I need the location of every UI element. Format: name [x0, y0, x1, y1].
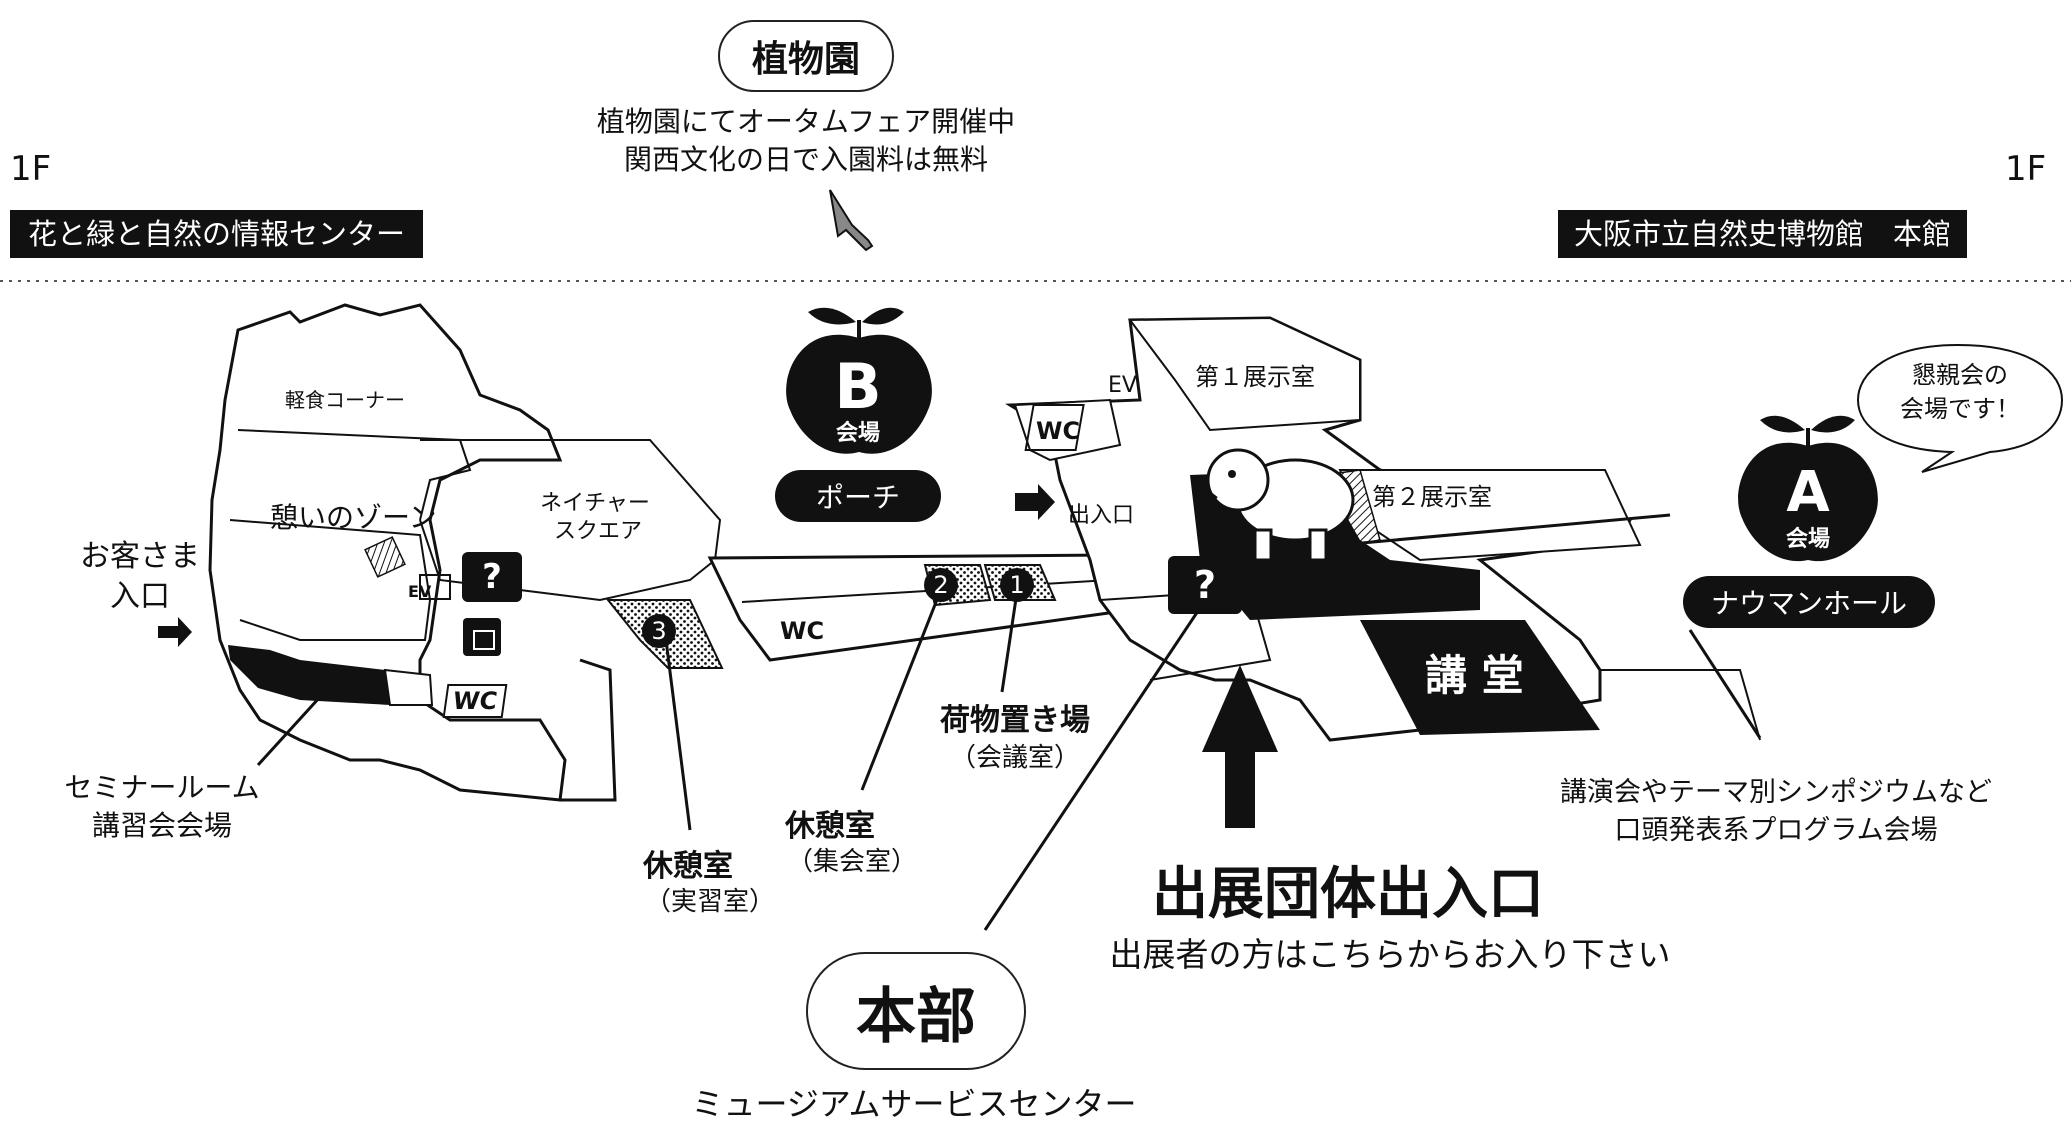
lecture-hall-line [1600, 669, 1761, 741]
leader-baggage [1000, 591, 1019, 693]
seminar-line1: セミナールーム [64, 771, 260, 804]
wc-sign-right: WC [1036, 417, 1081, 445]
info-icon-right: ? [1168, 556, 1242, 614]
rest2-title: 休憩室 [785, 809, 875, 844]
elephant-icon [1199, 448, 1355, 562]
seminar-room-area [228, 645, 390, 705]
venue-b-icon [786, 307, 932, 454]
ev-box-left [419, 574, 451, 600]
exhibitor-entrance-arrow-icon [1202, 665, 1278, 828]
left-building-title: 花と緑と自然の情報センター [10, 210, 424, 259]
lecture-line1: 講演会やテーマ別シンポジウムなど [1560, 777, 1992, 808]
lecture-hall-area [1360, 620, 1600, 735]
hq-sub: ミュージアムサービスセンター [691, 1085, 1137, 1123]
ev-right-label: EV [1108, 373, 1137, 398]
entrance-arrow-icon [1015, 484, 1055, 520]
marker-1: 1 [1000, 568, 1034, 602]
speech-line2: 会場です！ [1900, 395, 2020, 423]
exhibitor-entrance-sub: 出展者の方はこちらからお入り下さい [1109, 935, 1671, 974]
exhibit1-area [1128, 316, 1361, 432]
venue-a-sub: 会場 [1785, 527, 1831, 552]
exhibit1-label: 第１展示室 [1195, 363, 1315, 391]
marker-3: 3 [642, 614, 676, 648]
gift-icon [463, 618, 501, 656]
nature-square-line2: スクエア [553, 519, 643, 544]
venue-b-name: ポーチ [775, 470, 941, 522]
guest-entrance-arrow-icon [158, 617, 192, 647]
leader-rest3 [663, 631, 692, 831]
exhibit2-label: 第２展示室 [1372, 483, 1492, 511]
a-venue-line [1339, 513, 1671, 547]
baggage-title: 荷物置き場 [940, 703, 1090, 738]
rest2-sub: （集会室） [786, 847, 918, 877]
marker-2: 2 [924, 568, 958, 602]
ev-left-label: EV [408, 582, 432, 601]
leader-lecture [1688, 629, 1762, 739]
right-building-title: 大阪市立自然史博物館 本館 [1558, 210, 1968, 259]
left-building-foot [560, 658, 617, 802]
venue-a-name: ナウマンホール [1683, 576, 1935, 628]
info-icon-left: ? [462, 552, 522, 602]
venue-a-icon [1738, 415, 1878, 562]
baggage-sub: （会議室） [949, 743, 1081, 773]
venue-b-sub: 会場 [835, 421, 881, 446]
nature-square-line1: ネイチャー [540, 491, 650, 516]
seminar-room-edge [383, 668, 434, 706]
ev-box-right [1024, 404, 1085, 451]
stairs-icon [364, 536, 406, 578]
rest3-sub: （実習室） [644, 887, 776, 917]
lecture-hall-label: 講 堂 [1425, 651, 1524, 700]
hq-title: 本部 [806, 952, 1026, 1070]
garden-title: 植物園 [718, 20, 894, 92]
floor-label-right: 1F [2005, 149, 2047, 189]
leader-rest2 [860, 591, 942, 791]
rest-zone-label: 憩いのゾーン [270, 501, 437, 534]
snack-corner-area [237, 429, 472, 521]
wc-sign-left: WC [442, 684, 508, 718]
leader-hq [983, 607, 1202, 931]
guest-entrance-line2: 入口 [110, 579, 170, 614]
rest-zone-area [229, 519, 432, 641]
wc-sign-corridor: WC [780, 617, 825, 645]
snack-corner-label: 軽食コーナー [285, 388, 405, 412]
leader-seminar [256, 673, 342, 767]
lecture-line2: 口頭発表系プログラム会場 [1614, 815, 1938, 846]
floor-label-left: 1F [10, 149, 52, 189]
venue-b-letter: B [834, 350, 882, 423]
garden-pointer-icon [829, 189, 874, 252]
exhibitor-entrance-title: 出展団体出入口 [1152, 862, 1544, 927]
garden-note-line1: 植物園にてオータムフェア開催中 [596, 105, 1016, 138]
rest3-title: 休憩室 [643, 849, 733, 884]
speech-bubble [1856, 343, 2064, 473]
entrance-label: 出入口 [1068, 503, 1135, 528]
guest-entrance-line1: お客さま [80, 539, 200, 574]
garden-note-line2: 関西文化の日で入園料は無料 [623, 143, 989, 176]
venue-a-letter: A [1786, 460, 1830, 525]
seminar-line2: 講習会会場 [91, 809, 233, 842]
speech-line1: 懇親会の [1912, 361, 2008, 389]
